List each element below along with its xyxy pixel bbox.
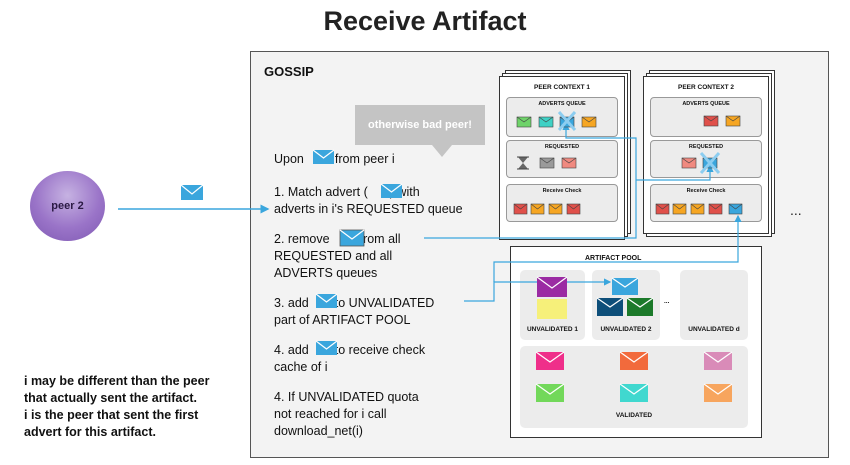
page-title: Receive Artifact: [323, 6, 527, 36]
step-4: 4. add to receive check cache of i: [274, 342, 425, 376]
envelope-icon: [180, 184, 204, 200]
step-2-a: 2. remove: [274, 232, 330, 246]
peer-context-2-title: PEER CONTEXT 2: [678, 84, 734, 91]
artifact-pool-title: ARTIFACT POOL: [585, 255, 642, 262]
remove-from-adverts-arrow: [424, 122, 637, 239]
footnote-line-3: i is the peer that sent the first: [24, 408, 199, 422]
step-1-a: 1. Match advert (: [274, 185, 368, 199]
step-upon: Upon from peer i: [274, 151, 395, 168]
step-2-c: REQUESTED and all: [274, 249, 393, 263]
step-1-c: adverts in i's REQUESTED queue: [274, 202, 463, 216]
unvalidated-d-box: [680, 270, 748, 340]
envelope-icon: [339, 229, 365, 247]
unvalidated-1-envelopes: [536, 276, 568, 319]
footnote-line-2: that actually sent the artifact.: [24, 391, 197, 405]
step-3-b: to UNVALIDATED: [334, 296, 435, 310]
requested-1-envelopes: [539, 157, 577, 169]
receive-check-2-envelopes: [655, 203, 743, 215]
envelope-icon: [315, 340, 338, 355]
hourglass-icon: [517, 156, 529, 170]
step-5-c: download_net(i): [274, 424, 363, 438]
step-5-a: 4. If UNVALIDATED quota: [274, 390, 419, 404]
footnote: i may be different than the peer that ac…: [24, 373, 244, 441]
receive-check-label: Receive Check: [686, 188, 726, 194]
bad-peer-text: otherwise bad peer!: [368, 119, 472, 131]
step-3-c: part of ARTIFACT POOL: [274, 313, 411, 327]
envelope-icon: [380, 183, 403, 198]
unvalidated-2-envelopes: [596, 277, 654, 316]
validated-label: VALIDATED: [615, 412, 653, 419]
receive-check-1-envelopes: [513, 203, 581, 215]
cross-icon: [699, 151, 721, 175]
step-upon-prefix: Upon: [274, 152, 304, 166]
step-5-b: not reached for i call: [274, 407, 387, 421]
step-4-c: cache of i: [274, 360, 328, 374]
unvalidated-1-label: UNVALIDATED 1: [526, 326, 579, 333]
callout-tail: [432, 145, 452, 157]
step-4-b: to receive check: [334, 343, 426, 357]
unvalidated-2-label: UNVALIDATED 2: [600, 326, 652, 333]
step-2-b: from all: [359, 232, 401, 246]
unvalidated-d-label: UNVALIDATED d: [688, 326, 740, 333]
peer-contexts-ellipsis: ...: [790, 202, 802, 218]
step-3: 3. add to UNVALIDATED part of ARTIFACT PO…: [274, 295, 434, 329]
step-upon-suffix: from peer i: [334, 152, 395, 166]
footnote-line-1: i may be different than the peer: [24, 374, 210, 388]
footnote-line-4: advert for this artifact.: [24, 425, 156, 439]
add-to-receive-check-arrow: [493, 214, 742, 270]
remove-from-requested-arrow: [636, 164, 714, 181]
step-2: 2. remove from all REQUESTED and all ADVE…: [274, 231, 401, 282]
step-5: 4. If UNVALIDATED quota not reached for …: [274, 389, 419, 440]
unvalidated-ellipsis: ...: [664, 298, 670, 305]
adverts-queue-label: ADVERTS QUEUE: [682, 101, 730, 107]
bad-peer-callout: otherwise bad peer!: [355, 105, 485, 145]
envelope-icon: [315, 293, 338, 308]
peer-context-2-receive-check: Receive Check: [650, 184, 762, 222]
cross-icon: [557, 111, 577, 131]
envelope-icon: [312, 149, 335, 164]
peer-context-1-receive-check: Receive Check: [506, 184, 618, 222]
gossip-label: GOSSIP: [264, 64, 314, 79]
validated-envelopes: [535, 351, 733, 402]
step-3-a: 3. add: [274, 296, 309, 310]
peer-context-1-title: PEER CONTEXT 1: [534, 84, 590, 91]
peer-2-label: peer 2: [51, 200, 84, 212]
step-2-d: ADVERTS queues: [274, 266, 378, 280]
receive-check-label: Receive Check: [542, 188, 582, 194]
requested-label: REQUESTED: [544, 144, 580, 150]
step-4-a: 4. add: [274, 343, 309, 357]
peer-2-node: peer 2: [30, 171, 105, 241]
adverts-queue-label: ADVERTS QUEUE: [538, 101, 586, 107]
adverts-queue-2-envelopes: [703, 115, 741, 127]
requested-label: REQUESTED: [688, 144, 724, 150]
adverts-queue-1-envelopes: [516, 116, 597, 128]
